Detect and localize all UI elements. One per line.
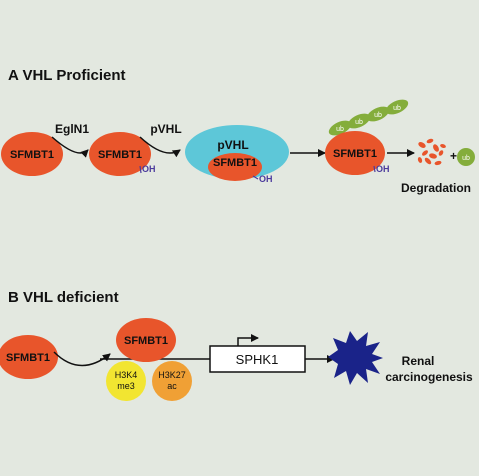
ub-label: ub — [374, 112, 382, 119]
ac-label: ac — [167, 381, 177, 391]
plus-sign: + — [450, 149, 457, 163]
sfmbt1-label: SFMBT1 — [10, 149, 54, 161]
egln1-arrow: EglN1 — [51, 122, 89, 158]
me3-label: me3 — [117, 381, 135, 391]
pvhl-complex-label: pVHL — [217, 138, 248, 152]
h3k27ac-mark: H3K27 ac — [152, 361, 192, 401]
tumor-icon — [328, 331, 383, 385]
sfmbt1-label: SFMBT1 — [6, 352, 50, 364]
ub-label: ub — [336, 126, 344, 133]
panel-b-title: B VHL deficient — [8, 289, 119, 306]
sfmbt1-label: SFMBT1 — [124, 335, 168, 347]
protein-fragments — [417, 138, 446, 166]
ubiquitin-chain: ub ub ub ub — [328, 99, 409, 136]
ub-label: ub — [355, 119, 363, 126]
sfmbt1-label: SFMBT1 — [213, 157, 257, 169]
egln1-label: EglN1 — [55, 122, 89, 136]
sfmbt1-protein-b1: SFMBT1 — [0, 335, 58, 379]
renal-label: Renal — [402, 354, 435, 368]
hydroxyl-label: OH — [376, 164, 390, 174]
h3k27-label: H3K27 — [158, 370, 186, 380]
h3k4me3-mark: H3K4 me3 — [106, 361, 146, 401]
sfmbt1-protein-a3: SFMBT1 OH — [325, 131, 390, 175]
free-ubiquitin: ub — [457, 148, 475, 166]
panel-a-title: A VHL Proficient — [8, 67, 126, 84]
ub-label: ub — [462, 155, 470, 162]
sfmbt1-protein-a2: SFMBT1 OH — [89, 132, 156, 176]
degradation-label: Degradation — [401, 181, 471, 195]
carcinogenesis-label: carcinogenesis — [385, 370, 473, 384]
sfmbt1-protein-b2: SFMBT1 — [116, 318, 176, 362]
pvhl-enzyme-label: pVHL — [150, 122, 181, 136]
hydroxyl-label: OH — [259, 174, 273, 184]
pvhl-arrow: pVHL — [139, 122, 182, 158]
sfmbt1-protein-bound — [208, 153, 262, 181]
hydroxyl-label: OH — [142, 164, 156, 174]
recruitment-arrow — [53, 351, 111, 367]
sfmbt1-label: SFMBT1 — [98, 149, 142, 161]
sphk1-gene: SPHK1 — [209, 345, 306, 373]
ub-label: ub — [393, 105, 401, 112]
h3k4-label: H3K4 — [115, 370, 138, 380]
sphk1-label: SPHK1 — [236, 352, 279, 367]
sfmbt1-protein-a1: SFMBT1 — [1, 132, 63, 176]
sfmbt1-label: SFMBT1 — [333, 148, 377, 160]
pvhl-complex: pVHL SFMBT1 OH — [185, 125, 289, 184]
